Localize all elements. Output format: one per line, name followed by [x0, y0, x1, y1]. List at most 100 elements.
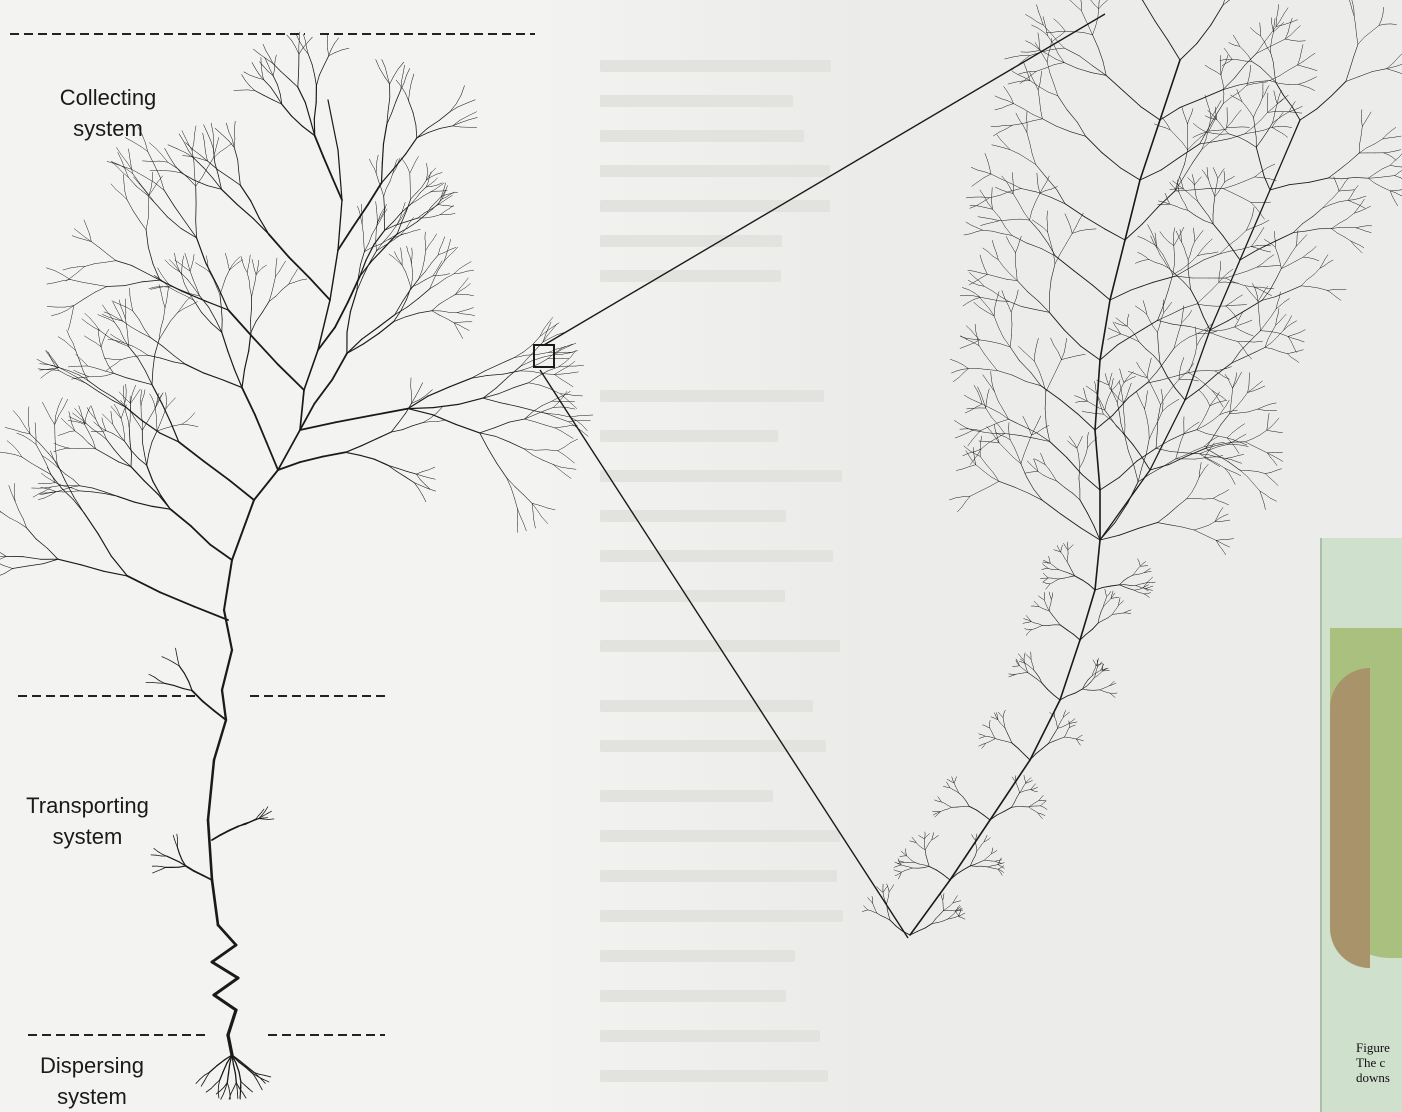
tree-branch — [147, 465, 153, 481]
basin-branch — [1095, 666, 1096, 669]
basin-branch — [1017, 662, 1018, 664]
tree-branch — [456, 424, 480, 433]
basin-branch — [1015, 262, 1016, 271]
basin-branch — [967, 338, 974, 339]
basin-branch — [1211, 331, 1217, 333]
tree-branch — [561, 379, 567, 383]
tree-branch — [295, 269, 298, 274]
root-branch — [224, 1088, 226, 1094]
basin-branch — [1218, 187, 1221, 192]
tree-branch — [548, 317, 553, 323]
basin-branch — [1079, 743, 1081, 745]
tree-branch — [415, 390, 419, 397]
basin-branch — [1364, 31, 1371, 37]
basin-branch — [1349, 153, 1359, 162]
basin-branch — [1026, 622, 1029, 623]
basin-branch — [1063, 555, 1065, 558]
basin-branch — [1213, 397, 1217, 402]
basin-branch — [1210, 69, 1216, 72]
basin-branch — [943, 908, 946, 910]
tree-branch — [87, 227, 90, 234]
tree-branch — [42, 402, 46, 410]
tree-branch — [192, 260, 193, 266]
basin-branch — [1009, 242, 1012, 247]
basin-branch — [975, 324, 976, 331]
tree-branch — [221, 830, 230, 835]
basin-branch — [1013, 56, 1021, 57]
tree-branch — [187, 425, 193, 426]
tree-branch — [80, 361, 84, 371]
basin-branch — [1161, 396, 1166, 405]
tree-branch — [413, 113, 416, 126]
tree-branch — [250, 255, 251, 261]
tree-branch — [160, 592, 194, 606]
basin-branch — [892, 885, 893, 888]
basin-branch — [966, 496, 970, 501]
basin-branch — [1267, 430, 1272, 431]
basin-branch — [887, 884, 888, 887]
basin-branch — [1357, 35, 1359, 44]
basin-branch — [1020, 219, 1030, 220]
basin-branch — [1032, 25, 1038, 28]
tree-branch — [406, 138, 417, 154]
basin-branch — [1107, 0, 1111, 1]
basin-branch — [866, 909, 868, 910]
basin-branch — [1028, 493, 1042, 500]
basin-branch — [1170, 189, 1175, 190]
basin-branch — [1148, 589, 1150, 590]
basin-branch — [1262, 131, 1268, 139]
basin-branch — [1208, 522, 1215, 526]
tree-branch — [149, 442, 152, 454]
basin-branch — [1261, 324, 1266, 331]
tree-branch — [93, 488, 106, 492]
basin-branch — [1278, 95, 1279, 100]
basin-branch — [1291, 247, 1296, 254]
basin-branch — [950, 903, 953, 906]
tree-branch — [410, 258, 411, 264]
basin-branch — [1054, 19, 1058, 23]
basin-branch — [1157, 248, 1160, 255]
basin-branch — [1265, 473, 1271, 474]
basin-branch — [1039, 371, 1043, 381]
basin-branch — [963, 365, 969, 369]
basin-branch — [1056, 35, 1061, 38]
basin-branch — [1220, 374, 1225, 377]
basin-branch — [1115, 323, 1119, 325]
basin-branch — [1028, 622, 1031, 623]
basin-branch — [1195, 238, 1198, 242]
basin-branch — [1264, 41, 1267, 47]
basin-branch — [1138, 566, 1141, 569]
tree-branch — [537, 352, 549, 354]
basin-branch — [954, 783, 956, 786]
basin-branch — [1043, 17, 1045, 23]
tree-branch — [417, 133, 429, 138]
basin-branch — [964, 234, 970, 235]
basin-branch — [1028, 631, 1030, 633]
basin-branch — [1067, 562, 1070, 567]
tree-branch — [384, 76, 389, 84]
basin-branch — [991, 432, 995, 438]
basin-branch — [1198, 331, 1203, 334]
basin-branch — [862, 911, 864, 912]
basin-branch — [981, 735, 983, 736]
basin-branch — [972, 835, 973, 837]
tree-branch — [543, 460, 553, 464]
tree-branch — [428, 489, 435, 491]
basin-branch — [1395, 71, 1402, 74]
basin-branch — [1354, 16, 1355, 25]
tree-branch — [82, 282, 94, 284]
tree-branch — [533, 455, 543, 460]
basin-branch — [1354, 186, 1358, 191]
basin-branch — [1129, 610, 1132, 611]
basin-branch — [1004, 721, 1005, 725]
basin-branch — [1234, 378, 1236, 383]
basin-branch — [1208, 459, 1217, 463]
basin-branch — [1111, 373, 1112, 377]
basin-branch — [1296, 257, 1303, 261]
basin-branch — [1185, 204, 1188, 210]
basin-branch — [1383, 7, 1384, 13]
basin-branch — [1382, 165, 1390, 169]
basin-main-channel — [1140, 120, 1160, 180]
tree-branch — [94, 422, 98, 425]
basin-branch — [1037, 173, 1038, 180]
